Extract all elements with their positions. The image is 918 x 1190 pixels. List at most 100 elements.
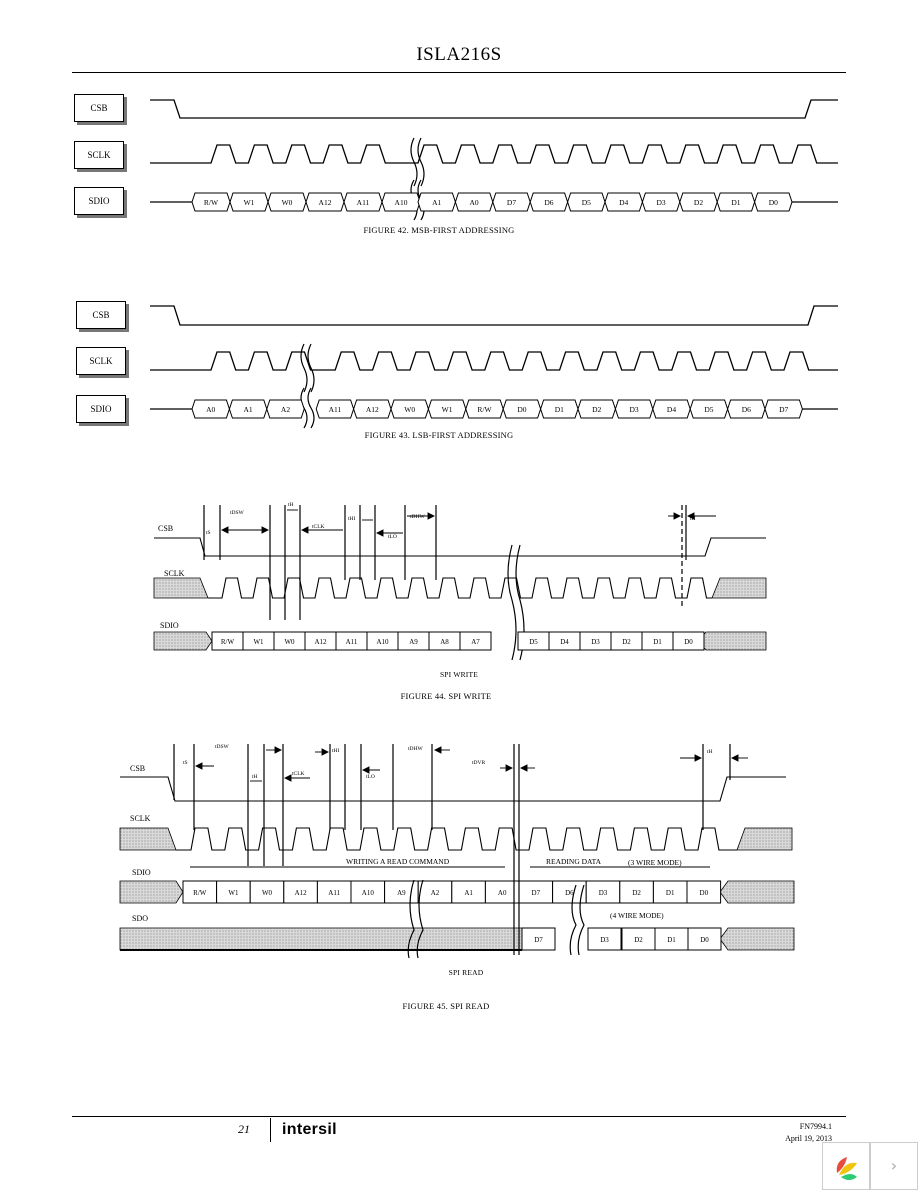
sdio-cell-label: R/W [193,889,207,897]
timing-label: tS [206,530,211,536]
fig44-timing-lines [203,505,687,620]
sdio-cell-label: A12 [314,638,327,646]
fig45-sdio-label: SDIO [132,868,151,877]
sdio-cell-label: A11 [357,198,370,207]
fig45-reading-label: READING DATA [546,857,602,866]
sdo-cell [521,927,556,951]
fig44-sclk-wave [208,577,712,599]
footer-divider [270,1118,271,1142]
timing-label: tHI [348,516,356,522]
sdio-cell-label: D2 [592,405,601,414]
fig45-4wire-label: (4 WIRE MODE) [610,911,664,920]
sdio-cell-label: W1 [228,889,239,897]
sdo-cell-label: D3 [600,936,609,944]
sdio-cell-label: D6 [565,889,574,897]
fig43-csb-wave [150,305,838,326]
fig45-sdio-hatch-right [719,880,795,904]
sdio-cell-label: A0 [498,889,507,897]
sdio-cell-label: D4 [667,405,676,414]
sdio-cell-label: A11 [329,405,342,414]
sdio-cell-label: A9 [409,638,418,646]
fig43-sdio-label: SDIO [76,395,126,423]
fig42-sclk-wave [150,144,838,164]
sdio-cell-label: A7 [471,638,480,646]
sdio-cell-label: R/W [221,638,235,646]
fig42-csb-label: CSB [74,94,124,122]
timing-label: tH [707,749,713,755]
footer-page-number: 21 [238,1122,250,1136]
fig44-sclk-label: SCLK [164,569,185,578]
sdio-cell-label: A11 [346,638,358,646]
sdio-cell-label: R/W [477,405,492,414]
timing-label: tDHW [410,514,425,520]
fig44-sdio-label: SDIO [160,621,179,630]
sdio-cell-label: D5 [704,405,713,414]
timing-label: tLO [366,774,375,780]
fig45-sclk-hatch-left [119,827,177,851]
fig42-break-mark [410,137,425,187]
header-rule [72,72,846,73]
sdio-cell-label: D2 [632,889,641,897]
leaf-icon [836,1157,857,1180]
fig42-caption: FIGURE 42. MSB-FIRST ADDRESSING [363,225,515,235]
fig43-csb-label: CSB [76,301,126,329]
sdio-cell-label: R/W [204,198,219,207]
sdio-cell-label: D5 [582,198,591,207]
fig45-csb-wave [120,776,786,802]
sdo-cell [687,927,722,951]
sdio-cell-label: D1 [653,638,662,646]
fig45-sdo-hatch-left [119,927,523,951]
timing-label: tH [288,502,294,508]
timing-label: tDSW [215,744,230,750]
sdo-cell-label: D0 [700,936,709,944]
sdio-cell-label: A10 [376,638,389,646]
viewer-logo-button[interactable] [822,1142,870,1190]
sdio-cell-label: D6 [742,405,751,414]
fig44-timing-arrows [220,509,716,537]
sdio-cell [686,880,722,904]
fig45-writing-label: WRITING A READ COMMAND [346,857,450,866]
sdio-cell-label: A11 [328,889,340,897]
timing-label: tHI [332,748,340,754]
sdo-cell-label: D2 [634,936,643,944]
sdio-cell-label: D1 [731,198,740,207]
timing-label: tS [183,760,188,766]
sdio-cell-label: A9 [397,889,406,897]
sdio-cell-label: W0 [404,405,415,414]
sdio-cell-label: A10 [362,889,375,897]
fig44-csb-wave [154,537,766,557]
sdio-cell [754,192,793,212]
sdio-cell-label: A12 [295,889,308,897]
fig43-sclk-label: SCLK [76,347,126,375]
sdo-cell-label: D1 [667,936,676,944]
sdio-cell-label: D6 [544,198,553,207]
sdio-cell-label: D4 [619,198,628,207]
fig45-timing-arrows [194,746,748,782]
fig45-sdo-hatch-right [719,927,795,951]
timing-label: tLO [388,534,397,540]
sdio-cell-label: A1 [464,889,473,897]
sdio-cell [459,631,492,651]
sdio-cell-label: A1 [244,405,253,414]
sdio-cell [672,631,705,651]
fig44-subcaption: SPI WRITE [439,670,479,679]
sdio-cell-label: D1 [555,405,564,414]
fig45-subcaption: SPI READ [448,968,484,977]
fig43-sclk-wave [150,351,838,371]
fig45-break-mark-2 [569,884,585,956]
timing-label: tDSW [230,510,245,516]
sdio-cell-label: A1 [432,198,441,207]
fig42-sdio-label: SDIO [74,187,124,215]
sdio-cell-label: D3 [657,198,666,207]
sdio-cell-label: D0 [684,638,693,646]
footer-rule [72,1116,846,1117]
sdio-cell-label: W1 [442,405,453,414]
next-page-chevron-icon[interactable]: › [870,1142,918,1190]
